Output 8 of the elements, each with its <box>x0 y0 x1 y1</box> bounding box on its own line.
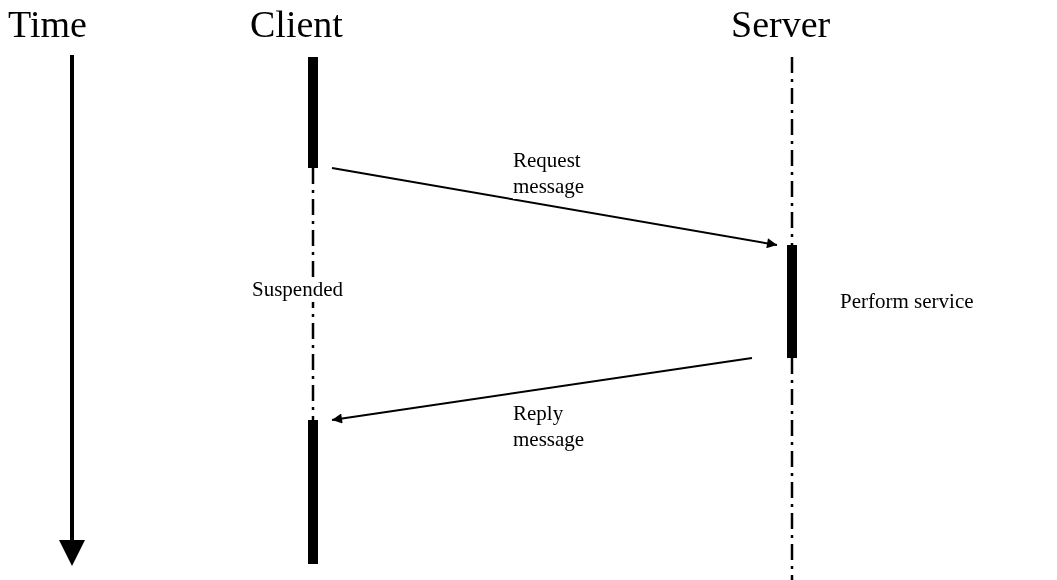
lifeline <box>311 168 315 420</box>
message-arrow <box>331 357 753 424</box>
activation-bar <box>787 245 797 358</box>
lifeline <box>790 358 794 580</box>
activation-bar <box>308 57 318 168</box>
message-arrow <box>331 167 778 249</box>
lifeline <box>790 57 794 245</box>
activation-bar <box>308 420 318 564</box>
